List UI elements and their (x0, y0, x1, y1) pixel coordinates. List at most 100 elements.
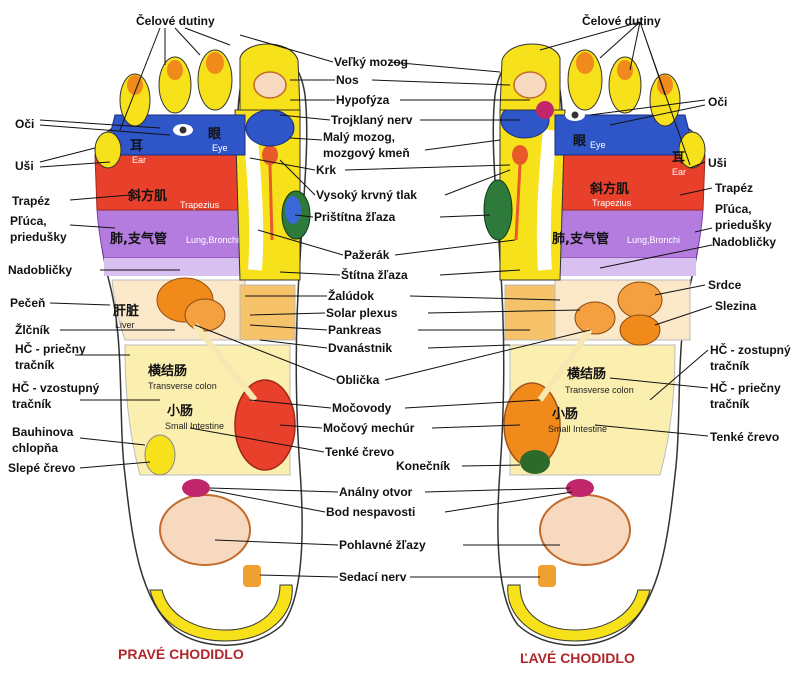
left-insomnia-point (566, 479, 594, 497)
left-pituitary-zone (513, 71, 547, 99)
label-hc-priecny-right-2: tračník (710, 397, 750, 411)
label-slepe-crevo: Slepé črevo (8, 461, 75, 475)
label-celove-dutiny-right: Čelové dutiny (582, 13, 661, 28)
label-konecnik: Konečník (396, 459, 450, 473)
left-parathyroid-zone (483, 179, 513, 241)
label-pazerak: Pažerák (344, 248, 390, 262)
label-hypofyza: Hypofýza (336, 93, 390, 107)
label-celove-dutiny-left: Čelové dutiny (136, 13, 215, 28)
right-heel-zone (149, 584, 293, 642)
left-transverse-cn: 横结肠 (567, 366, 606, 382)
leader-lines (39, 21, 713, 578)
label-tenke-crevo-right: Tenké črevo (710, 430, 779, 444)
left-eye-cn: 眼 (573, 134, 587, 149)
left-sciatic-zone (538, 565, 556, 587)
label-usi-left: Uši (15, 159, 34, 173)
label-zlcnik: Žlčník (15, 322, 50, 337)
label-slezina: Slezina (715, 299, 757, 313)
label-pluca-left-2: priedušky (10, 230, 67, 244)
label-pecen: Pečeň (10, 296, 45, 310)
label-vysoky-tlak: Vysoký krvný tlak (316, 188, 417, 202)
right-toes (94, 43, 301, 169)
label-oci-left: Oči (15, 117, 34, 131)
label-velky-mozog: Veľký mozog (334, 55, 408, 69)
label-usi-right: Uši (708, 156, 727, 170)
right-eye-en: Eye (212, 143, 228, 153)
left-small-int-cn: 小肠 (552, 407, 578, 422)
title-right-sole: PRAVÉ CHODIDLO (118, 646, 244, 662)
label-hc-zostupny-2: tračník (710, 359, 750, 373)
right-eye-cn: 眼 (208, 127, 222, 142)
label-oci-right: Oči (708, 95, 727, 109)
right-transverse-en: Transverse colon (148, 381, 217, 391)
right-ear-cn: 耳 (130, 139, 143, 154)
label-maly-mozog-2: mozgový kmeň (323, 146, 410, 160)
label-pluca-left-1: Pľúca, (10, 214, 47, 228)
label-dvanastnik: Dvanástnik (328, 341, 392, 355)
right-lung-en: Lung,Bronchi (186, 235, 239, 245)
label-tenke-crevo-center: Tenké črevo (325, 445, 394, 459)
label-pohlavne: Pohlavné žľazy (339, 538, 426, 552)
left-lung-en: Lung,Bronchi (627, 235, 680, 245)
right-stomach-zone (239, 284, 296, 341)
label-bauhin-1: Bauhinova (12, 425, 74, 439)
right-transverse-cn: 横结肠 (148, 363, 187, 379)
label-hc-vzostupny-1: HČ - vzostupný (12, 380, 100, 395)
label-maly-mozog-1: Malý mozog, (323, 130, 395, 144)
right-sole (94, 43, 311, 646)
labels-right-sole: Čelové dutiny Oči Uši Trapéz Pľúca, prie… (8, 13, 215, 475)
right-ear-en: Ear (132, 155, 146, 165)
label-nos: Nos (336, 73, 359, 87)
right-insomnia-point (182, 479, 210, 497)
label-trapez-right: Trapéz (715, 181, 753, 195)
right-genital-zone (159, 494, 251, 566)
label-solar: Solar plexus (326, 306, 398, 320)
label-pankreas: Pankreas (328, 323, 382, 337)
left-toes (499, 43, 706, 169)
label-hc-zostupny-1: HČ - zostupný (710, 342, 791, 357)
label-hc-priecny-right-1: HČ - priečny (710, 380, 781, 395)
left-eye-en: Eye (590, 140, 606, 150)
labels-center: Veľký mozog Nos Hypofýza Trojklaný nerv … (314, 55, 450, 584)
right-small-int-cn: 小肠 (167, 404, 193, 419)
zone-texts: 耳 Ear 眼 Eye 斜方肌 Trapezius 肺,支气管 Lung,Bro… (110, 127, 686, 434)
label-hc-vzostupny-2: tračník (12, 397, 52, 411)
left-ear-en: Ear (672, 167, 686, 177)
right-lung-cn: 肺,支气管 (110, 231, 167, 247)
label-oblicka: Oblička (336, 373, 380, 387)
label-nadoblicky-right: Nadobličky (712, 235, 776, 249)
labels-left-sole: Čelové dutiny Oči Uši Trapéz Pľúca, prie… (582, 13, 791, 444)
left-spleen-zone (619, 314, 661, 346)
left-blood-pressure-zone (512, 145, 528, 165)
right-trapezius-en: Trapezius (180, 200, 220, 210)
label-bod-nespavosti: Bod nespavosti (326, 505, 415, 519)
label-pluca-right-2: priedušky (715, 218, 772, 232)
left-ear-cn: 耳 (672, 151, 685, 166)
label-pristitna: Prištítna žľaza (314, 210, 396, 224)
right-kidney-zone (184, 298, 226, 332)
right-small-int-en: Small Intestine (165, 421, 224, 431)
left-rectum-zone (520, 450, 550, 474)
label-pluca-right-1: Pľúca, (715, 202, 752, 216)
left-transverse-en: Transverse colon (565, 385, 634, 395)
right-trapezius-cn: 斜方肌 (127, 188, 167, 204)
right-liver-en: Liver (115, 320, 135, 330)
left-trapezius-en: Trapezius (592, 198, 632, 208)
right-pituitary-zone (253, 71, 287, 99)
right-sciatic-zone (243, 565, 261, 587)
right-appendix-zone (144, 434, 176, 476)
label-srdce: Srdce (708, 278, 742, 292)
label-krk: Krk (316, 163, 336, 177)
left-stomach-zone (504, 284, 556, 341)
label-trapez-left: Trapéz (12, 194, 50, 208)
label-analny-otvor: Análny otvor (339, 485, 413, 499)
left-kidney-zone (574, 301, 616, 335)
title-left-sole: ĽAVÉ CHODIDLO (520, 650, 635, 666)
label-bauhin-2: chlopňa (12, 441, 58, 455)
left-lung-cn: 肺,支气管 (552, 231, 609, 247)
left-small-int-en: Small Intestine (548, 424, 607, 434)
right-liver-cn: 肝脏 (113, 303, 139, 319)
label-trojklany-nerv: Trojklaný nerv (331, 113, 413, 127)
label-stitna: Štítna žľaza (341, 267, 408, 282)
